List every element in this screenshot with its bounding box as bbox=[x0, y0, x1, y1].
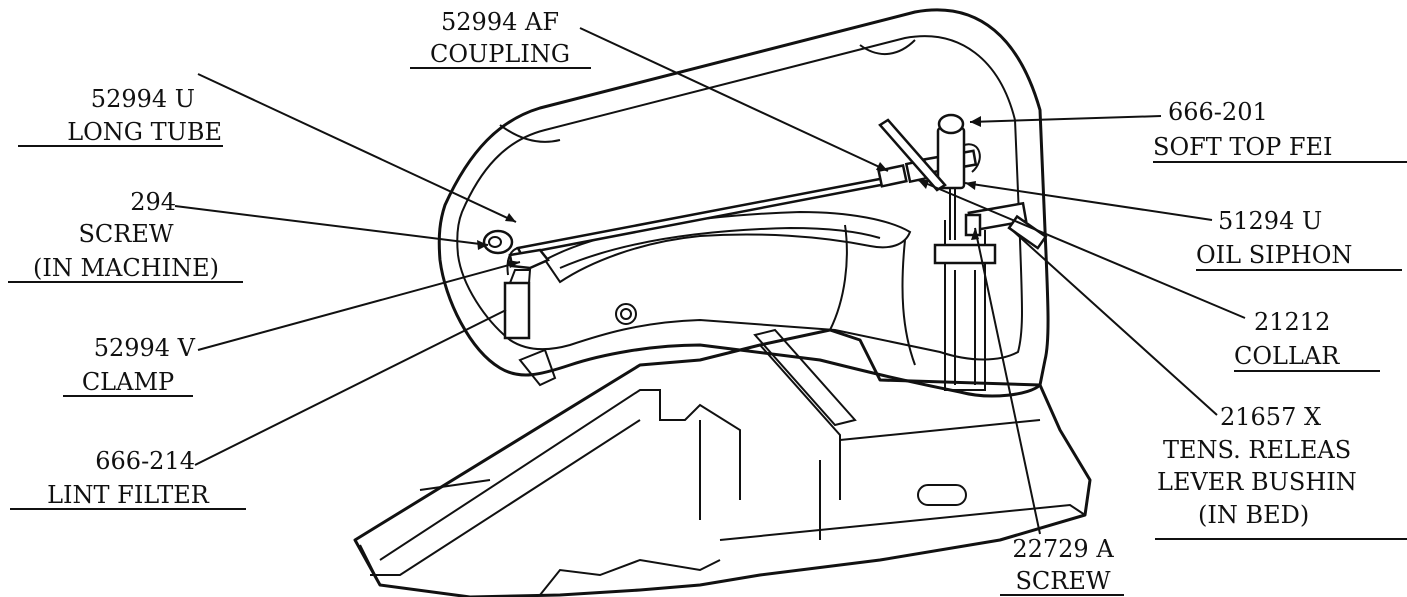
bed-front bbox=[359, 479, 491, 586]
bracket bbox=[933, 243, 997, 265]
coupling-part-no: 52994 AF bbox=[441, 8, 559, 36]
tens-release-name2: LEVER BUSHIN bbox=[1157, 468, 1357, 496]
tens-release-part-no: 21657 X bbox=[1220, 403, 1321, 431]
head-end bbox=[944, 220, 986, 391]
screw-294-name: SCREW bbox=[78, 220, 173, 248]
collar-part-no: 21212 bbox=[1254, 308, 1330, 336]
leader-coupling bbox=[579, 27, 889, 172]
oil-cup bbox=[936, 126, 966, 190]
leader-oil-siphon bbox=[964, 182, 1213, 221]
lint-filter-part bbox=[503, 281, 531, 340]
screw-294-part bbox=[482, 229, 514, 255]
arrowhead-collar bbox=[918, 180, 929, 189]
collar-name: COLLAR bbox=[1234, 342, 1340, 370]
clamp-name: CLAMP bbox=[82, 368, 174, 396]
lint-filter-name: LINT FILTER bbox=[47, 481, 210, 509]
bed-recess-1 bbox=[379, 389, 741, 561]
leader-screw-22729 bbox=[974, 227, 1041, 535]
oil-tube bbox=[516, 176, 888, 256]
lint-filter-top bbox=[509, 269, 532, 284]
leader-long-tube bbox=[197, 73, 517, 223]
arrowhead-oil-siphon bbox=[965, 181, 976, 190]
arm-column-right bbox=[901, 239, 916, 366]
arm-column-left bbox=[829, 224, 848, 331]
oil-hole-inner bbox=[620, 308, 632, 320]
bed-oval-slot bbox=[917, 484, 967, 506]
tens-release-name: TENS. RELEAS bbox=[1163, 436, 1351, 464]
arrowhead-clamp bbox=[507, 260, 520, 268]
screw-22729-part-no: 22729 A bbox=[1012, 535, 1114, 563]
bed-recess-2 bbox=[370, 419, 641, 576]
oil-hole bbox=[615, 303, 637, 325]
screw-22729-name: SCREW bbox=[1015, 567, 1110, 595]
leader-tens-release bbox=[1011, 229, 1218, 416]
arm-seam-1 bbox=[499, 124, 561, 143]
diagonal-rod bbox=[878, 118, 947, 192]
screw-294-extra: (IN MACHINE) bbox=[33, 254, 219, 282]
clamp-part bbox=[508, 248, 550, 270]
arm-opening bbox=[543, 210, 912, 284]
release-lever bbox=[1007, 214, 1048, 250]
arm-opening-inner bbox=[559, 226, 881, 269]
leader-soft-top-felt bbox=[969, 115, 1162, 123]
oil-siphon-part-no: 51294 U bbox=[1218, 207, 1322, 235]
bed-slot bbox=[753, 328, 857, 427]
bed-edge bbox=[699, 419, 1041, 540]
felt-top bbox=[937, 113, 965, 135]
cup-handle bbox=[963, 143, 981, 173]
leader-lint-filter bbox=[194, 309, 507, 466]
tension-screw bbox=[964, 213, 982, 237]
arrowhead-soft-top-felt bbox=[970, 116, 981, 127]
clamp-part-no: 52994 V bbox=[94, 334, 196, 362]
soft-top-felt-part-no: 666-201 bbox=[1168, 98, 1268, 126]
arm-inner-outline bbox=[456, 35, 1023, 361]
arrowhead-long-tube bbox=[505, 213, 516, 222]
tens-release-extra: (IN BED) bbox=[1198, 501, 1309, 529]
leader-collar bbox=[917, 179, 1246, 319]
leader-lines bbox=[174, 27, 1246, 535]
bed-broken-edge bbox=[539, 558, 721, 596]
lint-filter-part-no: 666-214 bbox=[95, 447, 195, 475]
arm-seam-2 bbox=[859, 39, 916, 56]
screw-294-head bbox=[488, 236, 502, 248]
bed-slot-2 bbox=[759, 344, 841, 500]
arrowhead-screw-294 bbox=[477, 240, 488, 250]
coupling-name: COUPLING bbox=[430, 40, 570, 68]
bed-left-foot bbox=[518, 348, 557, 387]
soft-top-felt-name: SOFT TOP FEI bbox=[1153, 133, 1333, 161]
leader-screw-294 bbox=[174, 205, 489, 246]
leader-clamp bbox=[197, 261, 521, 351]
bed-bottom bbox=[719, 503, 1086, 541]
long-tube-name: LONG TUBE bbox=[67, 118, 222, 146]
head-end-inner bbox=[954, 270, 976, 385]
part-labels: 52994 AF COUPLING 52994 U LONG TUBE 294 … bbox=[8, 8, 1407, 596]
machine-illustration bbox=[353, 8, 1092, 597]
long-tube-part-no: 52994 U bbox=[91, 85, 195, 113]
screw-294-part-no: 294 bbox=[130, 188, 176, 216]
arrowhead-screw-22729 bbox=[971, 228, 979, 240]
bed-outline bbox=[353, 328, 1092, 597]
oil-siphon-name: OIL SIPHON bbox=[1196, 241, 1352, 269]
arrowhead-coupling bbox=[876, 162, 888, 171]
